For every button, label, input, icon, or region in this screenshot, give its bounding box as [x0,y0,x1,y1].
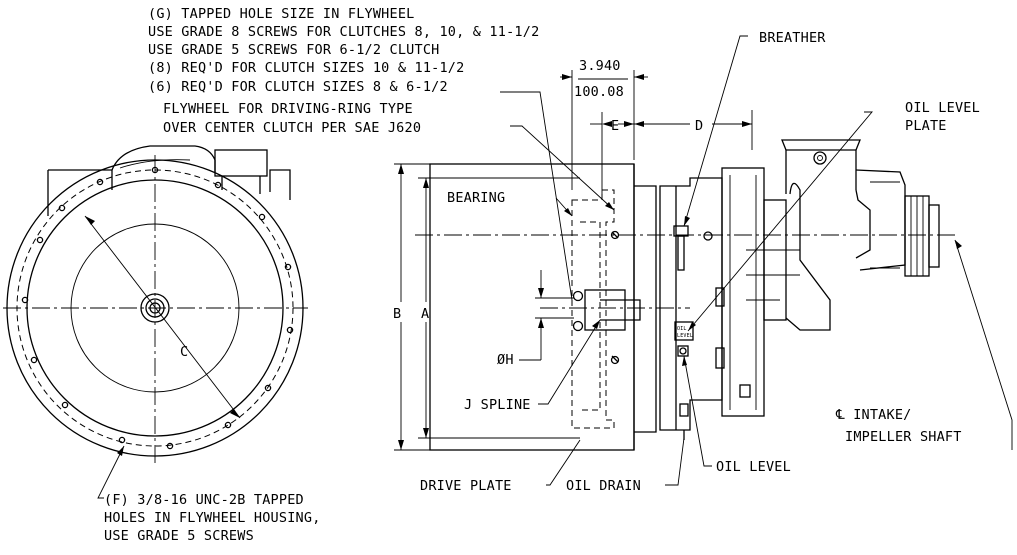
intake-label: ℄ INTAKE/ [835,407,912,423]
dim-e-label: E [611,118,619,134]
breather-label: BREATHER [759,30,826,46]
note-line: USE GRADE 8 SCREWS FOR CLUTCHES 8, 10, &… [148,24,539,40]
plate-text-level: LEVEL [677,333,693,339]
note-line: (6) REQ'D FOR CLUTCH SIZES 8 & 6-1/2 [148,79,448,95]
note-line: HOLES IN FLYWHEEL HOUSING, [104,510,321,526]
flywheel-housing-profile [429,163,635,451]
housing-bolt-holes [21,166,294,450]
dim-mm-value: 100.08 [574,84,624,100]
note-line: OVER CENTER CLUTCH PER SAE J620 [163,120,421,136]
side-view: OIL LEVEL [394,35,1013,486]
drive-plate-label: DRIVE PLATE [420,478,512,494]
note-line: USE GRADE 5 SCREWS [104,528,254,544]
housing-holes-note: (F) 3/8-16 UNC-2B TAPPED HOLES IN FLYWHE… [104,492,321,544]
note-line: (8) REQ'D FOR CLUTCH SIZES 10 & 11-1/2 [148,60,464,76]
oil-level-plate-label: PLATE [905,118,947,134]
dim-h-label: ØH [497,352,514,368]
front-view [3,145,308,499]
dim-b-label: B [393,306,401,322]
plate-text-oil: OIL [677,326,687,332]
note-line: FLYWHEEL FOR DRIVING-RING TYPE [163,101,413,117]
dim-c-label: C [180,344,188,360]
dim-inch-value: 3.940 [579,58,621,74]
tapped-hole-note: (G) TAPPED HOLE SIZE IN FLYWHEEL USE GRA… [148,6,539,136]
oil-level-label: OIL LEVEL [716,459,791,475]
note-line: (G) TAPPED HOLE SIZE IN FLYWHEEL [148,6,415,22]
dim-d-label: D [695,118,703,134]
dim-a-label: A [421,306,429,322]
note-line: USE GRADE 5 SCREWS FOR 6-1/2 CLUTCH [148,42,439,58]
oil-drain-label: OIL DRAIN [566,478,641,494]
j-spline-label: J SPLINE [464,397,531,413]
bearing-label: BEARING [447,190,505,206]
oil-level-plate-label: OIL LEVEL [905,100,980,116]
impeller-shaft-label: IMPELLER SHAFT [845,429,962,445]
note-line: (F) 3/8-16 UNC-2B TAPPED [104,492,304,508]
